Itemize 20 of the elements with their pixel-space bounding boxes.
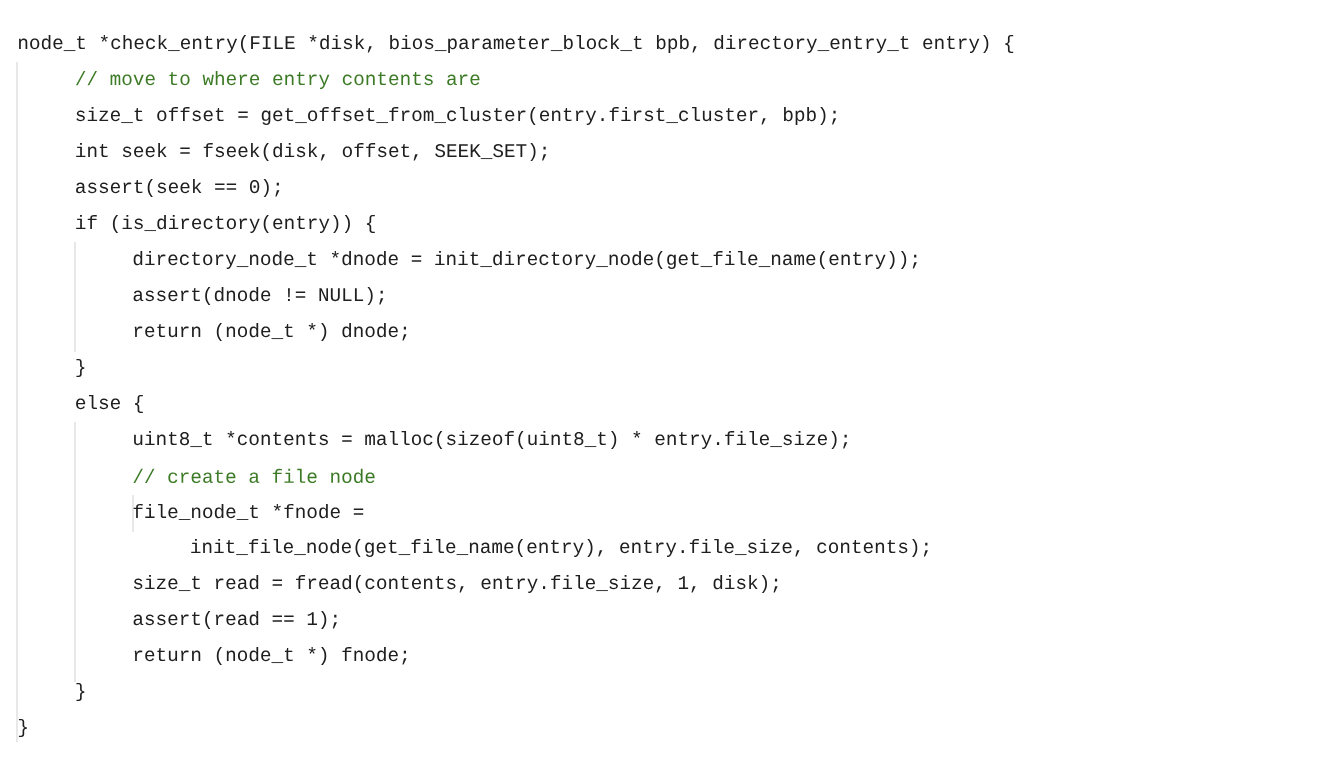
code-line: return (node_t *) fnode;	[134, 647, 407, 665]
code-line: assert(seek == 0);	[76, 179, 280, 197]
code-line: else {	[76, 395, 143, 413]
code-line: node_t *check_entry(FILE *disk, bios_parameter_block_t bpb, directory_entry_t entry) {	[19, 35, 1014, 53]
code-comment: // move to where entry contents are	[75, 71, 480, 89]
code-line: init_file_node(get_file_name(entry), entry.file_size, contents);	[191, 539, 928, 557]
code-line: return (node_t *) dnode;	[134, 323, 407, 341]
code-line: assert(read == 1);	[133, 611, 337, 629]
code-line: }	[76, 359, 85, 377]
code-line: file_node_t *fnode =	[133, 503, 364, 520]
code-line: uint8_t *contents = malloc(sizeof(uint8_t) * entry.file_size);	[134, 431, 848, 449]
code-line: directory_node_t *dnode = init_directory_node(get_file_name(entry));	[133, 251, 917, 269]
code-comment: // create a file node	[133, 468, 375, 484]
code-line: size_t offset = get_offset_from_cluster(entry.first_cluster, bpb);	[76, 107, 837, 125]
code-line: }	[18, 719, 27, 737]
code-line: size_t read = fread(contents, entry.file_size, 1, disk);	[133, 575, 778, 593]
code-line: if (is_directory(entry)) {	[76, 215, 375, 233]
code-line: assert(dnode != NULL);	[133, 287, 384, 305]
code-line: int seek = fseek(disk, offset, SEEK_SET);	[76, 143, 547, 161]
code-line: }	[76, 683, 85, 701]
